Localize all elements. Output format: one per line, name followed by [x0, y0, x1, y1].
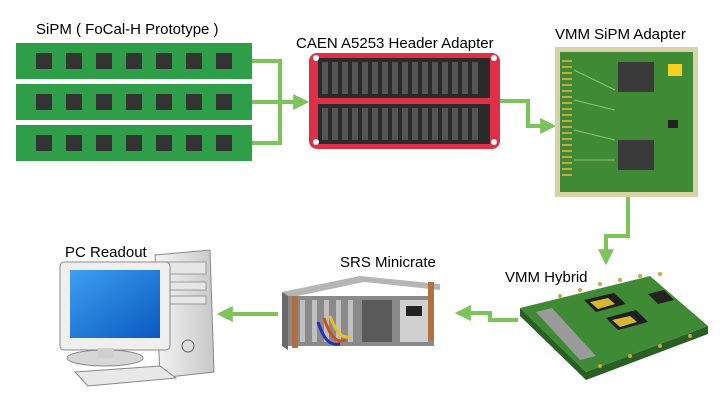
vmm-sipm-adapter-image [555, 47, 698, 197]
srs-label: SRS Minicrate [340, 254, 436, 271]
srs-minicrate-image [282, 276, 440, 350]
pc-readout-image [59, 249, 215, 387]
arrow-hybrid-to-srs [454, 305, 518, 322]
sipm-board-2 [16, 84, 252, 120]
vmm-adapter-label: VMM SiPM Adapter [555, 26, 686, 43]
caen-adapter-image [309, 53, 500, 149]
pc-label: PC Readout [65, 244, 147, 261]
arrow-adapter-to-hybrid [598, 197, 630, 266]
arrows [216, 59, 630, 322]
caen-label: CAEN A5253 Header Adapter [296, 35, 494, 52]
arrow-caen-to-adapter [500, 99, 557, 134]
vmm-hybrid-image [520, 272, 708, 380]
sipm-boards [16, 43, 252, 161]
vmm-hybrid-label: VMM Hybrid [505, 269, 588, 286]
sipm-board-3 [16, 125, 252, 161]
sipm-board-1 [16, 43, 252, 79]
sipm-label: SiPM ( FoCal-H Prototype ) [36, 21, 219, 38]
